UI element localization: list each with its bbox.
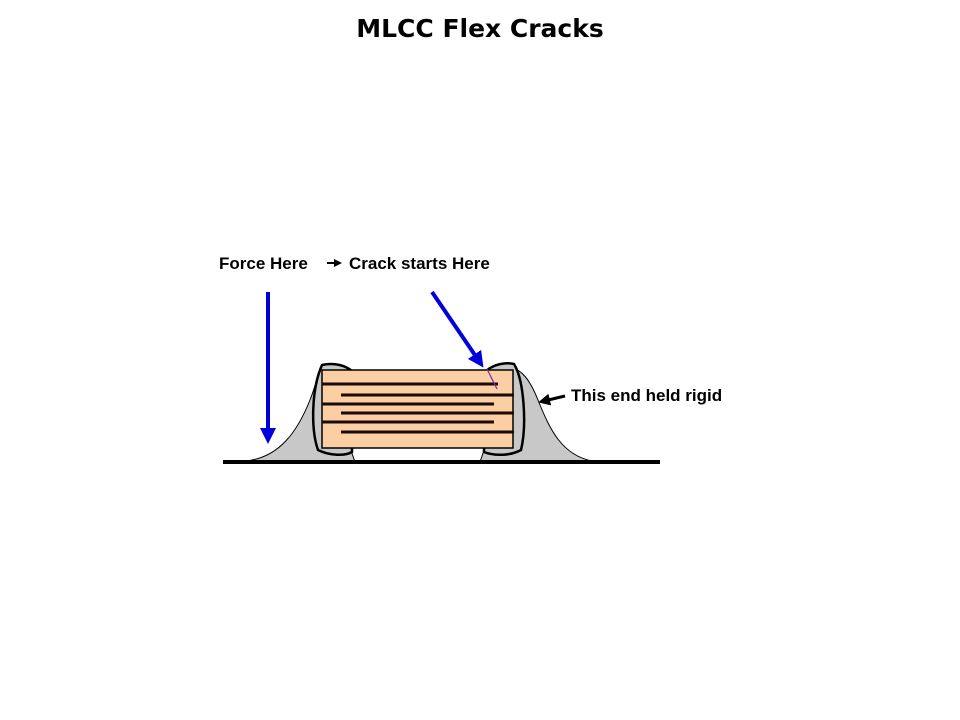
page-title: MLCC Flex Cracks xyxy=(356,14,604,43)
crack-starts-here-label: Crack starts Here xyxy=(349,254,490,273)
crack-arrow-icon xyxy=(430,290,484,368)
internal-electrodes xyxy=(322,382,514,434)
rigid-end-label: This end held rigid xyxy=(571,386,723,405)
force-here-label: Force Here xyxy=(219,254,308,273)
crack-line xyxy=(486,368,498,390)
rigid-arrow-icon xyxy=(538,393,566,406)
ceramic-body xyxy=(321,369,514,449)
